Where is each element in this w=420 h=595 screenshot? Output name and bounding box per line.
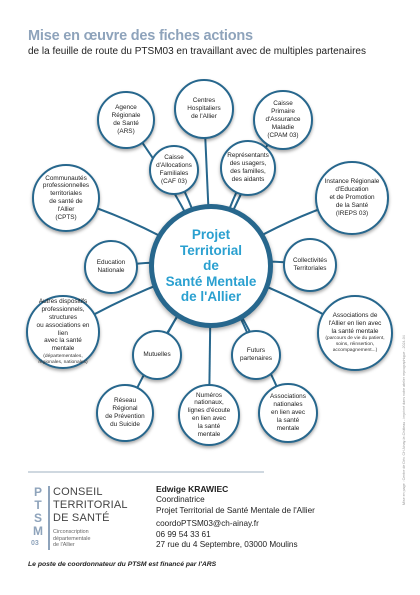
node-ars: Agence Régionale de Santé (ARS) xyxy=(97,91,155,149)
node-numeros: Numéros nationaux, lignes d'écoute en li… xyxy=(178,384,240,446)
node-cpts: Communautés professionnelles territorial… xyxy=(32,164,100,232)
node-label: Associations de l'Allier en lien avec la… xyxy=(328,311,382,335)
node-label: Associations nationales en lien avec la … xyxy=(270,393,306,432)
partner-nodes: Agence Régionale de Santé (ARS) Centres … xyxy=(26,79,393,446)
node-futurs: Futurs partenaires xyxy=(231,330,281,380)
node-label: Centres Hospitaliers de l'Allier xyxy=(187,97,221,120)
node-label: Numéros nationaux, lignes d'écoute en li… xyxy=(187,391,231,438)
center-label: Projet Territorial de Santé Mentale de l… xyxy=(165,227,257,305)
node-reseau: Réseau Régional de Prévention du Suicide xyxy=(96,384,154,442)
node-label: Futurs partenaires xyxy=(240,347,272,362)
logo-word: CONSEIL xyxy=(53,486,103,498)
node-dispositifs: Autres dispositifs professionnels, struc… xyxy=(26,295,100,369)
node-mutuelles: Mutuelles xyxy=(132,330,182,380)
print-credit: Mise en page : Centre de Dév. CH Ainay-l… xyxy=(402,335,406,505)
contact-phone: 06 99 54 33 61 xyxy=(156,529,211,539)
node-label: Education Nationale xyxy=(96,259,126,274)
logo-word: TERRITORIAL xyxy=(53,499,128,511)
page-subtitle: de la feuille de route du PTSM03 en trav… xyxy=(28,46,366,57)
center-node: Projet Territorial de Santé Mentale de l… xyxy=(149,204,273,328)
contact-role: Coordinatrice xyxy=(156,495,205,504)
node-label: Collectivités Territoriales xyxy=(292,257,328,272)
contact-name: Edwige KRAWIEC xyxy=(156,484,229,494)
node-education: Education Nationale xyxy=(84,240,138,294)
funding-note: Le poste de coordonnateur du PTSM est fi… xyxy=(28,561,217,568)
logo-bar xyxy=(48,486,50,550)
node-caf: Caisse d'Allocations Familiales (CAF 03) xyxy=(149,145,199,195)
node-label: Caisse d'Allocations Familiales (CAF 03) xyxy=(156,154,192,185)
node-label: Caisse Primaire d'Assurance Maladie (CPA… xyxy=(265,100,301,139)
node-label: Mutuelles xyxy=(143,351,171,359)
node-assoc-allier: Associations de l'Allier en lien avec la… xyxy=(317,295,393,371)
logo-subtext: départementale xyxy=(53,535,91,542)
node-sublabel: (départementales, régionales, nationales… xyxy=(38,353,88,365)
node-chs: Centres Hospitaliers de l'Allier xyxy=(174,79,234,139)
node-collectivites: Collectivités Territoriales xyxy=(283,238,337,292)
node-assoc-nat: Associations nationales en lien avec la … xyxy=(258,383,318,443)
node-sublabel: (parcours de vie du patient, soins, réin… xyxy=(325,336,385,354)
node-label: Communautés professionnelles territorial… xyxy=(42,174,90,221)
node-ireps: Instance Régionale d'Education et de Pro… xyxy=(315,161,389,235)
contact-address: 27 rue du 4 Septembre, 03000 Moulins xyxy=(156,540,298,549)
logo-number: 03 xyxy=(31,540,39,547)
logo-word: DE SANTÉ xyxy=(53,512,110,524)
node-label: Représentants des usagers, des familles,… xyxy=(227,152,269,183)
logo-subtext: Circonscription xyxy=(53,529,89,535)
node-label: Agence Régionale de Santé (ARS) xyxy=(111,104,141,135)
logo-subtext: de l'Allier xyxy=(53,542,75,548)
page-title: Mise en œuvre des fiches actions xyxy=(28,28,253,44)
node-usagers: Représentants des usagers, des familles,… xyxy=(220,140,276,196)
contact-block: Edwige KRAWIEC Coordinatrice Projet Terr… xyxy=(156,484,406,551)
contact-org: Projet Territorial de Santé Mentale de l… xyxy=(156,505,315,515)
logo-letter: M xyxy=(33,524,43,538)
logo-letter: T xyxy=(34,498,42,512)
ptsm-logo: P T S M 03 CONSEIL TERRITORIAL DE SANTÉ … xyxy=(30,484,140,554)
node-label: Réseau Régional de Prévention du Suicide xyxy=(105,397,145,428)
logo-letter: S xyxy=(33,511,42,525)
node-label: Autres dispositifs professionnels, struc… xyxy=(36,298,90,353)
contact-email[interactable]: coordoPTSM03@ch-ainay.fr xyxy=(156,519,259,528)
node-cpam: Caisse Primaire d'Assurance Maladie (CPA… xyxy=(253,90,313,150)
node-label: Instance Régionale d'Education et de Pro… xyxy=(324,178,380,217)
logo-letter: P xyxy=(33,485,42,499)
divider xyxy=(28,471,264,473)
